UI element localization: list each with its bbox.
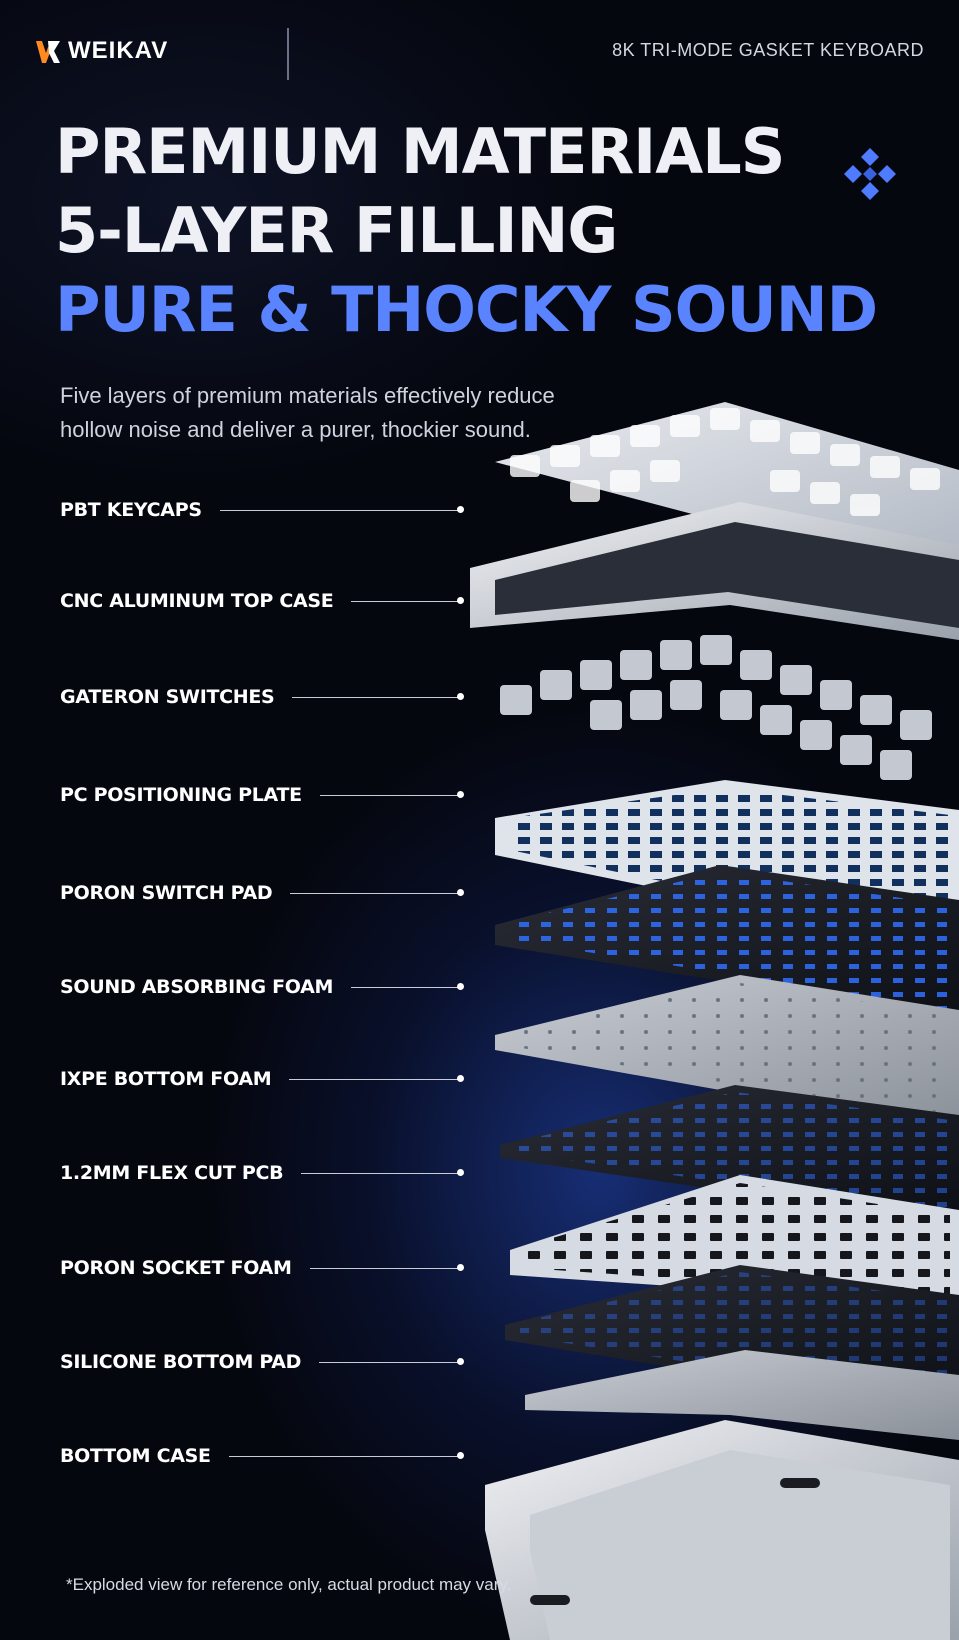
headline-line-2: 5-LAYER FILLING (55, 194, 618, 267)
header-divider (287, 28, 289, 80)
layer-label: CNC ALUMINUM TOP CASE (60, 590, 334, 612)
switches-layer (500, 635, 932, 780)
leader-dot (457, 889, 464, 896)
leader-line (219, 506, 464, 513)
leader-dot (457, 1264, 464, 1271)
layer-label: 1.2MM FLEX CUT PCB (60, 1162, 284, 1184)
leader-dot (457, 693, 464, 700)
layer-item: CNC ALUMINUM TOP CASE (60, 586, 464, 616)
leader-line (319, 1358, 464, 1365)
headline-line-1: PREMIUM MATERIALS (55, 115, 785, 188)
leader-dot (457, 506, 464, 513)
layer-item: PBT KEYCAPS (60, 495, 464, 525)
weikav-logo-icon (36, 41, 60, 63)
brand-logo: WEIKAV (34, 36, 168, 66)
layer-label: PORON SWITCH PAD (60, 882, 273, 904)
layer-item: BOTTOM CASE (60, 1441, 464, 1471)
layer-label: IXPE BOTTOM FOAM (60, 1068, 272, 1090)
leader-dot (457, 597, 464, 604)
header: WEIKAV 8K TRI-MODE GASKET KEYBOARD (0, 0, 959, 90)
leader-line (290, 889, 464, 896)
layer-item: SOUND ABSORBING FOAM (60, 972, 464, 1002)
layer-label: GATERON SWITCHES (60, 686, 275, 708)
layer-item: 1.2MM FLEX CUT PCB (60, 1158, 464, 1188)
sound-foam-layer (495, 975, 959, 1130)
layer-label: PC POSITIONING PLATE (60, 784, 302, 806)
layer-item: PORON SWITCH PAD (60, 878, 464, 908)
exploded-keyboard-illustration (470, 402, 959, 1640)
layer-label: SILICONE BOTTOM PAD (60, 1351, 302, 1373)
headline-line-3: PURE & THOCKY SOUND (55, 273, 878, 346)
layer-item: PORON SOCKET FOAM (60, 1253, 464, 1283)
product-tagline: 8K TRI-MODE GASKET KEYBOARD (612, 40, 924, 60)
subtitle: Five layers of premium materials effecti… (60, 379, 620, 447)
layer-label: BOTTOM CASE (60, 1445, 211, 1467)
leader-line (309, 1264, 464, 1271)
footnote: *Exploded view for reference only, actua… (66, 1575, 512, 1594)
brand-name: WEIKAV (68, 37, 169, 64)
leader-line (228, 1452, 464, 1459)
leader-line (351, 983, 464, 990)
leader-dot (457, 1169, 464, 1176)
leader-line (289, 1075, 464, 1082)
aluminum-top-case-layer (470, 502, 959, 640)
subtitle-line-1: Five layers of premium materials effecti… (60, 383, 555, 408)
leader-dot (457, 1075, 464, 1082)
layer-label: PBT KEYCAPS (60, 499, 202, 521)
headline: PREMIUM MATERIALS 5-LAYER FILLING PURE &… (55, 112, 878, 349)
leader-dot (457, 983, 464, 990)
leader-dot (457, 1452, 464, 1459)
leader-dot (457, 1358, 464, 1365)
layer-item: IXPE BOTTOM FOAM (60, 1064, 464, 1094)
diamond-cluster-icon (844, 148, 896, 200)
leader-line (351, 597, 464, 604)
layer-list: PBT KEYCAPS CNC ALUMINUM TOP CASE GATERO… (0, 0, 470, 1640)
layer-item: PC POSITIONING PLATE (60, 780, 464, 810)
bottom-case-layer (485, 1350, 959, 1640)
leader-line (292, 693, 464, 700)
layer-label: PORON SOCKET FOAM (60, 1257, 292, 1279)
leader-line (301, 1169, 464, 1176)
layer-label: SOUND ABSORBING FOAM (60, 976, 334, 998)
layer-item: SILICONE BOTTOM PAD (60, 1347, 464, 1377)
leader-dot (457, 791, 464, 798)
leader-line (319, 791, 464, 798)
layer-item: GATERON SWITCHES (60, 682, 464, 712)
subtitle-line-2: hollow noise and deliver a purer, thocki… (60, 417, 531, 442)
